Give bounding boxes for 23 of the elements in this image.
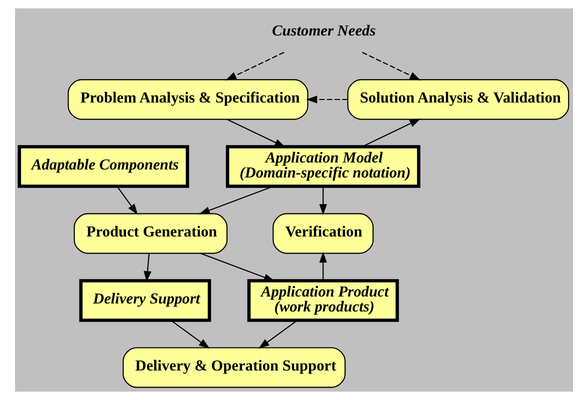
arrow	[362, 118, 421, 148]
node-text: Customer Needs	[272, 22, 376, 40]
arrow	[144, 253, 152, 282]
arrow	[170, 320, 210, 349]
node-box: Delivery & Operation Support	[122, 347, 346, 388]
node-box: Application Model (Domain-specific notation)	[226, 145, 420, 188]
node-box: Delivery Support	[79, 279, 212, 322]
arrow	[258, 320, 298, 349]
arrow	[200, 252, 275, 282]
node-box: Product Generation	[74, 213, 228, 254]
arrow	[226, 52, 284, 80]
node-box: Problem Analysis & Specification	[68, 79, 308, 120]
arrow	[319, 252, 327, 280]
node-box: Verification	[272, 213, 374, 254]
node-box: Application Product (work products)	[247, 279, 399, 322]
arrow	[319, 186, 327, 216]
arrow	[226, 118, 286, 148]
arrow	[116, 186, 138, 215]
arrow	[362, 52, 421, 80]
node-box: Solution Analysis & Validation	[347, 79, 570, 120]
arrow	[198, 186, 274, 214]
arrow	[306, 96, 348, 104]
node-box: Adaptable Components	[18, 145, 190, 188]
